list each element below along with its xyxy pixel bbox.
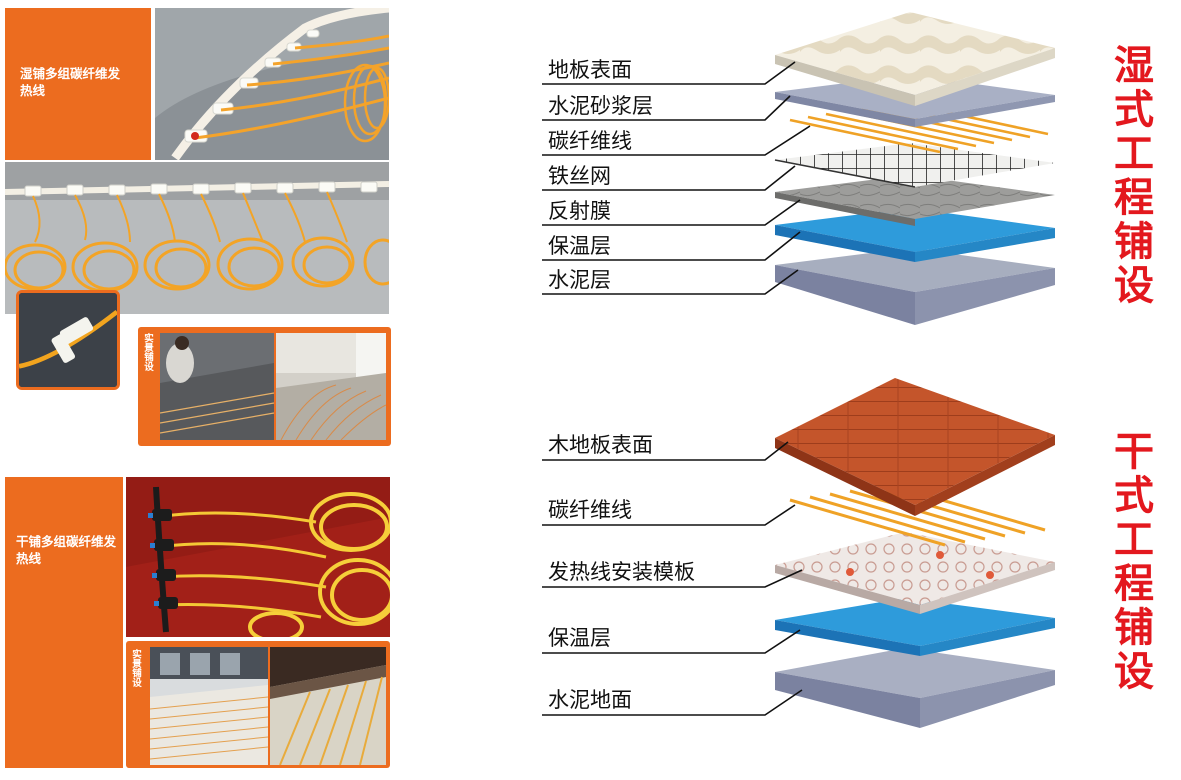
- wet-layer-floor-surface: [775, 12, 1055, 106]
- dry-photo-cables: [126, 477, 390, 637]
- dry-label-carbon-cable: 碳纤维线: [548, 498, 632, 522]
- dry-panel-title: 干铺多组碳纤维发热线: [16, 534, 117, 566]
- dry-label-wood-floor: 木地板表面: [548, 433, 653, 457]
- wet-panel-title: 湿铺多组碳纤维发热线: [20, 66, 121, 98]
- dry-panel-title-box: 干铺多组碳纤维发热线: [5, 477, 123, 768]
- wet-label-reflective-film: 反射膜: [548, 199, 611, 223]
- dry-label-insulation: 保温层: [548, 626, 611, 650]
- wet-install-tag: 实景铺设: [142, 333, 153, 371]
- wet-layer-diagram: [542, 12, 1055, 325]
- dry-leader-lines: [542, 441, 803, 716]
- dry-diagram-title: 干式工程铺设: [1114, 429, 1154, 695]
- wet-label-wire-mesh: 铁丝网: [548, 164, 611, 188]
- wet-photo-t-connector: [16, 290, 120, 390]
- wet-install-photo-2: [276, 333, 386, 440]
- wet-install-photo-1: [160, 333, 274, 440]
- dry-layer-insulation: [775, 598, 1055, 656]
- dry-layer-install-template: [775, 532, 1055, 614]
- dry-install-photo-2: [270, 647, 386, 765]
- wet-leader-lines: [542, 61, 811, 295]
- wet-photo-connectors: [155, 8, 389, 160]
- wet-label-insulation: 保温层: [548, 234, 611, 258]
- dry-label-install-template: 发热线安装模板: [548, 560, 695, 584]
- dry-layer-diagram: [542, 378, 1055, 728]
- wet-panel-title-box: 湿铺多组碳纤维发热线: [5, 8, 151, 160]
- dry-install-tag: 实景铺设: [130, 649, 141, 687]
- dry-layer-cement-floor: [775, 648, 1055, 728]
- wet-label-floor-surface: 地板表面: [548, 58, 632, 82]
- wet-layer-reflective-film: [775, 175, 1055, 226]
- wet-label-carbon-cable: 碳纤维线: [548, 129, 632, 153]
- wet-label-cement: 水泥层: [548, 268, 611, 292]
- wet-diagram-title: 湿式工程铺设: [1114, 43, 1154, 309]
- dry-layer-wood-floor: [775, 378, 1055, 516]
- wet-layer-cement: [775, 248, 1055, 325]
- dry-label-cement-floor: 水泥地面: [548, 688, 632, 712]
- wet-photo-coiled-cables: [5, 162, 389, 314]
- wet-label-mortar: 水泥砂浆层: [548, 94, 653, 118]
- wet-layer-insulation: [775, 208, 1055, 262]
- dry-install-photo-1: [150, 647, 268, 765]
- wet-layer-wire-mesh: [774, 143, 1055, 188]
